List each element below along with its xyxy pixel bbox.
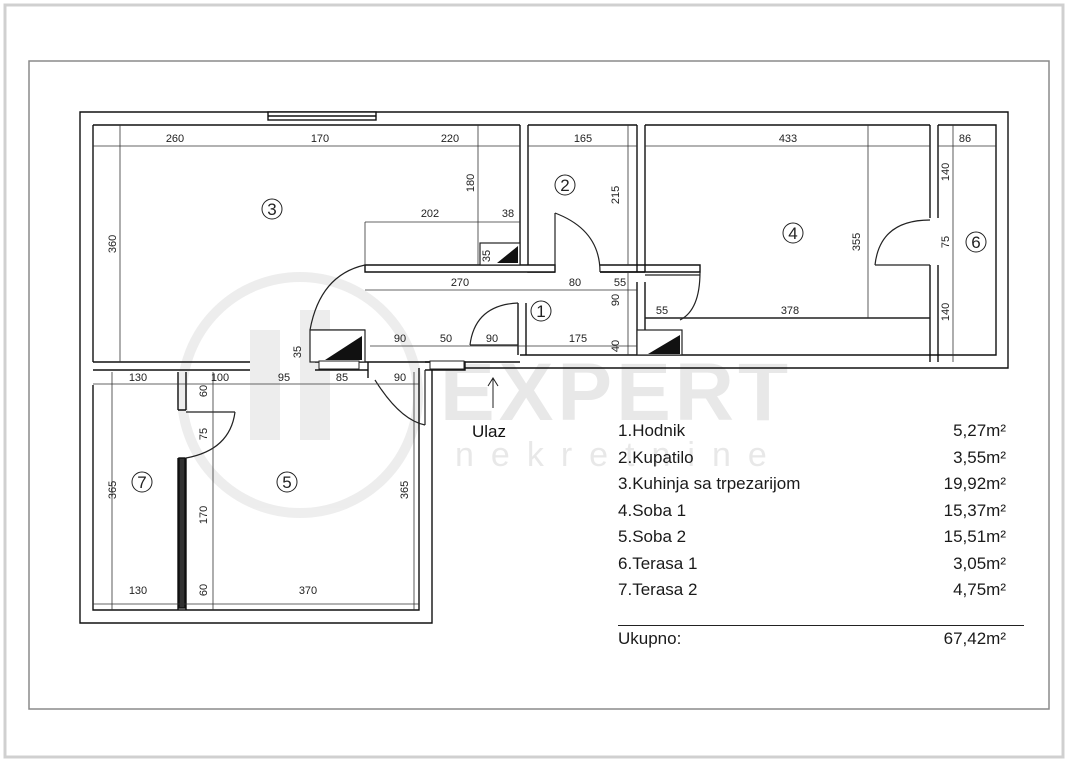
dim-label: 50 — [440, 333, 452, 345]
dim-label: 90 — [486, 333, 498, 345]
legend-area: 5,27m² — [953, 421, 1006, 440]
room-7-number: 7 — [137, 473, 146, 492]
dim-label: 140 — [940, 163, 952, 181]
watermark-tagline: nekretnine — [455, 436, 784, 474]
legend-row: 1.Hodnik 5,27m² — [618, 418, 1006, 445]
dim-label: 165 — [574, 133, 592, 145]
doors — [185, 212, 931, 459]
dim-label: 220 — [441, 133, 459, 145]
dim-label: 90 — [394, 372, 406, 384]
total-value: 67,42m² — [943, 629, 1006, 648]
ducts — [309, 242, 683, 370]
dim-label: 365 — [107, 481, 119, 499]
dim-label: 260 — [166, 133, 184, 145]
dim-label: 60 — [198, 584, 210, 596]
dimension-lines — [93, 125, 996, 610]
dim-label: 38 — [502, 208, 514, 220]
legend-room: 3.Kuhinja sa trpezarijom — [618, 474, 801, 493]
dim-label: 180 — [465, 174, 477, 192]
dim-label: 55 — [656, 305, 668, 317]
legend-room: 7.Terasa 2 — [618, 580, 698, 599]
room-5-number: 5 — [282, 473, 291, 492]
legend-area: 4,75m² — [953, 580, 1006, 599]
room-6-number: 6 — [971, 233, 980, 252]
dim-label: 90 — [610, 294, 622, 306]
dim-label: 140 — [940, 303, 952, 321]
dim-label: 433 — [779, 133, 797, 145]
dim-label: 55 — [614, 277, 626, 289]
outer-frame — [3, 3, 1065, 759]
dim-label: 40 — [610, 340, 622, 352]
legend-area: 19,92m² — [943, 474, 1006, 493]
dim-label: 130 — [129, 585, 147, 597]
legend-area: 3,05m² — [953, 553, 1006, 573]
dim-label: 378 — [781, 305, 799, 317]
legend-row: 5.Soba 2 15,51m² — [618, 524, 1006, 551]
legend-area: 3,55m² — [953, 447, 1006, 467]
dim-label: 35 — [292, 346, 304, 358]
entrance-arrow-head — [487, 377, 499, 387]
legend-divider — [618, 625, 1024, 626]
dim-label: 130 — [129, 372, 147, 384]
dim-label: 365 — [399, 481, 411, 499]
entrance-label: Ulaz — [472, 422, 506, 441]
area-legend: 1.Hodnik 5,27m² 2.Kupatilo 3,55m² 3.Kuhi… — [618, 418, 1024, 648]
dim-label: 95 — [278, 372, 290, 384]
dim-label: 86 — [959, 133, 971, 145]
legend-room: 1.Hodnik — [618, 421, 686, 440]
legend-room: 2.Kupatilo — [618, 447, 694, 467]
dim-label: 270 — [451, 277, 469, 289]
dim-label: 170 — [311, 133, 329, 145]
legend-row: 6.Terasa 1 3,05m² — [618, 551, 1006, 578]
room-3-number: 3 — [267, 200, 276, 219]
dim-label: 360 — [107, 235, 119, 253]
dim-label: 175 — [569, 333, 587, 345]
legend-room: 5.Soba 2 — [618, 527, 687, 546]
inner-frame — [28, 60, 1050, 710]
legend-room: 6.Terasa 1 — [618, 553, 698, 573]
room-numbers — [131, 174, 987, 493]
room-1-number: 1 — [536, 302, 545, 321]
legend-total: Ukupno: 67,42m² — [618, 626, 1006, 653]
total-label: Ukupno: — [618, 629, 682, 648]
legend-area: 15,37m² — [943, 500, 1006, 520]
dim-label: 60 — [198, 385, 210, 397]
dim-label: 215 — [610, 186, 622, 204]
dim-label: 100 — [211, 372, 229, 384]
legend-row: 3.Kuhinja sa trpezarijom 19,92m² — [618, 471, 1006, 498]
dim-label: 75 — [940, 236, 952, 248]
dim-label: 35 — [481, 250, 493, 262]
dim-label: 85 — [336, 372, 348, 384]
dimension-labels: 260 170 220 165 433 86 360 180 215 355 1… — [107, 133, 971, 597]
dim-label: 75 — [198, 428, 210, 440]
room-2-number: 2 — [560, 176, 569, 195]
dim-label: 90 — [394, 333, 406, 345]
dim-label: 370 — [299, 585, 317, 597]
dim-label: 80 — [569, 277, 581, 289]
room-4-number: 4 — [788, 224, 797, 243]
dim-label: 355 — [851, 233, 863, 251]
legend-room: 4.Soba 1 — [618, 500, 687, 520]
legend-row: 7.Terasa 2 4,75m² — [618, 577, 1006, 604]
legend-row: 4.Soba 1 15,37m² — [618, 498, 1006, 525]
legend-area: 15,51m² — [943, 527, 1006, 546]
dim-label: 202 — [421, 208, 439, 220]
legend-row: 2.Kupatilo 3,55m² — [618, 445, 1006, 472]
dim-label: 170 — [198, 506, 210, 524]
